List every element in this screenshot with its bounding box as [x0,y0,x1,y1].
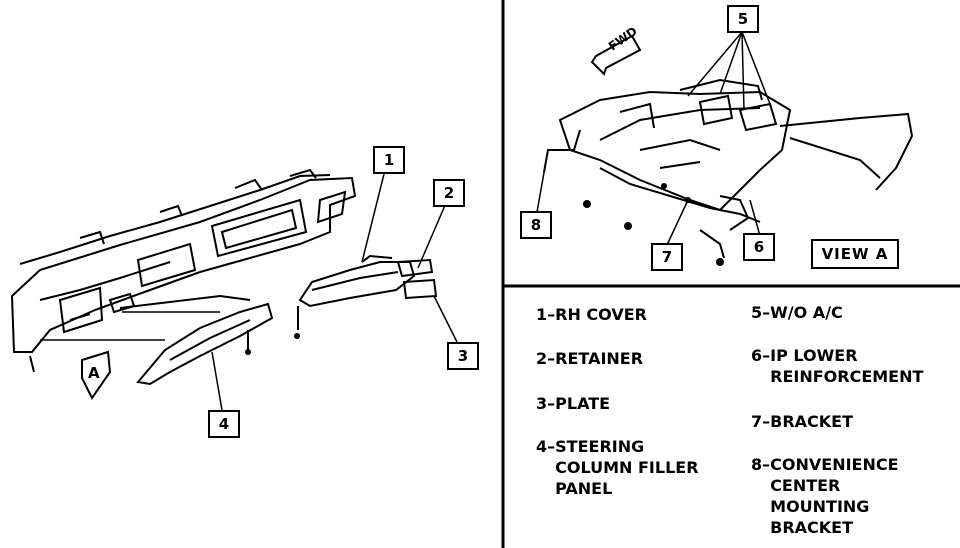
legend-text: STEERING COLUMN FILLER PANEL [555,437,699,498]
callout-1: 1 [373,146,405,174]
legend-number: 4– [536,437,556,456]
legend-text: RH COVER [555,305,647,324]
filler-panel-drawing [136,302,274,386]
callout-5: 5 [727,5,759,33]
legend-text: W/O A/C [770,303,843,322]
legend-item-1: 1– RH COVER [536,304,647,325]
legend-number: 3– [536,394,556,413]
legend-number: 6– [751,346,771,365]
legend-item-7: 7– BRACKET [751,411,853,432]
view-a-arrow [81,350,112,400]
legend-text: CONVENIENCE CENTER MOUNTING BRACKET [770,455,899,537]
callout-8: 8 [520,211,552,239]
fwd-arrow [590,34,642,76]
legend-item-3: 3– PLATE [536,393,610,414]
legend-number: 5– [751,303,771,322]
legend-text: BRACKET [770,412,854,431]
legend-item-2: 2– RETAINER [536,348,643,369]
legend-item-5: 5– W/O A/C [751,302,843,323]
instrument-panel-drawing [10,168,357,373]
callout-3: 3 [447,342,479,370]
left-leader-lines [40,169,458,411]
legend-item-4: 4– STEERING COLUMN FILLER PANEL [536,436,699,499]
view-a-marker-label: A [88,364,100,382]
legend-number: 7– [751,412,771,431]
callout-7: 7 [651,243,683,271]
legend-number: 2– [536,349,556,368]
legend-item-8: 8– CONVENIENCE CENTER MOUNTING BRACKET [751,454,899,538]
fasteners [245,183,724,355]
legend-number: 8– [751,455,771,474]
retainer-plate-drawing [396,258,438,300]
legend-text: IP LOWER REINFORCEMENT [770,346,924,386]
rh-cover-drawing [297,254,416,330]
view-a-drawing [543,78,914,259]
callout-6: 6 [743,233,775,261]
view-a-label: VIEW A [811,239,899,269]
callout-2: 2 [433,179,465,207]
legend-item-6: 6– IP LOWER REINFORCEMENT [751,345,923,387]
callout-4: 4 [208,410,240,438]
legend-number: 1– [536,305,556,324]
legend-text: PLATE [555,394,611,413]
legend-text: RETAINER [555,349,644,368]
right-leader-lines [536,31,771,246]
